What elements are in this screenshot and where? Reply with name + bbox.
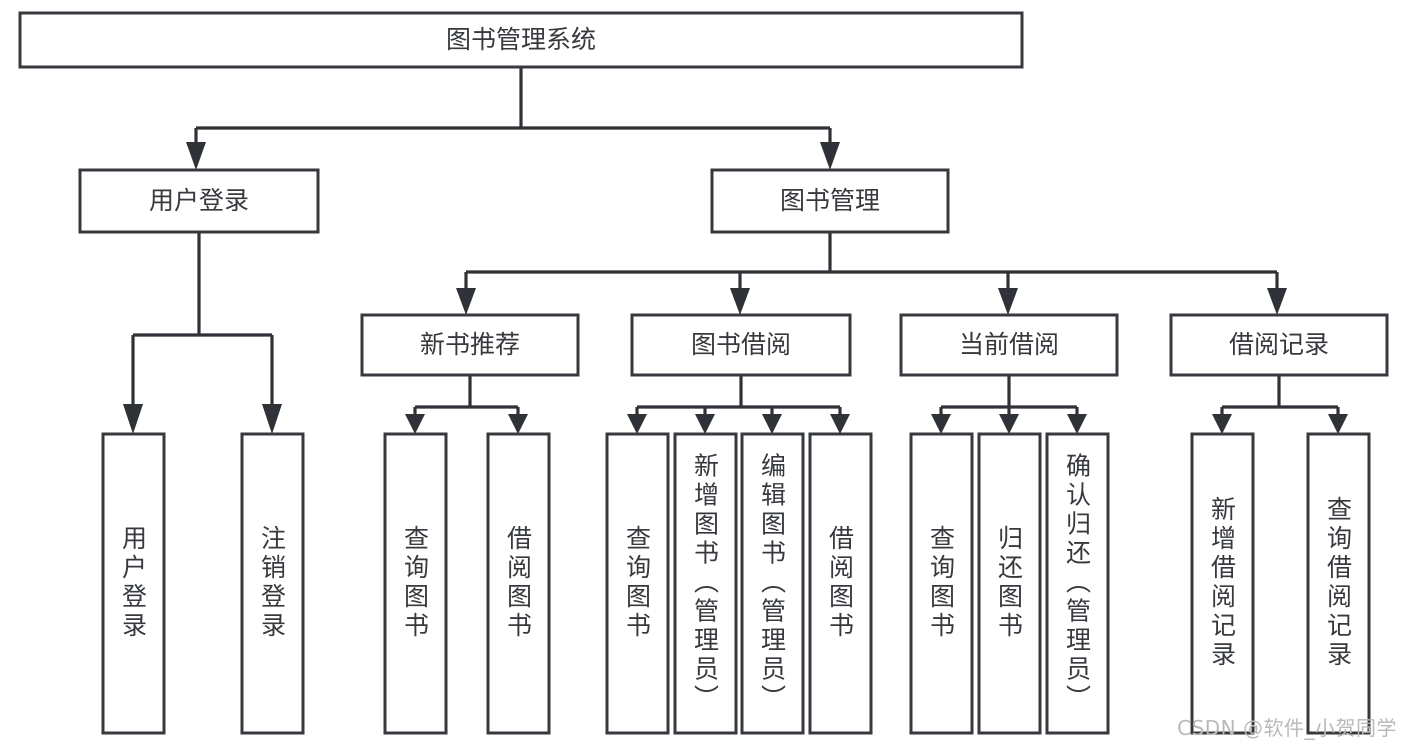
node-book-borrow-label: 图书借阅 <box>691 330 791 359</box>
arrow-head-leaf-add-book-admin <box>695 414 715 434</box>
node-leaf-borrow-book-2[interactable]: 借阅图书 <box>808 432 873 735</box>
node-user-login-box[interactable] <box>78 168 320 234</box>
arrow-head-leaf-edit-book-admin <box>762 414 782 434</box>
node-leaf-query-book-2-label: 查询图书 <box>623 525 652 641</box>
node-leaf-query-book-1[interactable]: 查询图书 <box>383 432 448 735</box>
node-leaf-add-borrow-record[interactable]: 新增借阅记录 <box>1190 432 1255 735</box>
arrow-head-book-management <box>820 142 840 170</box>
connector-layer <box>123 67 1348 434</box>
node-leaf-confirm-return-admin-label: 确认归还（管理员） <box>1063 453 1092 714</box>
node-leaf-edit-book-admin-box[interactable] <box>740 432 805 735</box>
arrow-head-leaf-borrow-book-2 <box>830 414 850 434</box>
node-leaf-add-borrow-record-label: 新增借阅记录 <box>1208 496 1237 670</box>
node-leaf-edit-book-admin[interactable]: 编辑图书（管理员） <box>740 432 805 735</box>
node-leaf-query-borrow-record-label: 查询借阅记录 <box>1324 496 1353 670</box>
arrow-head-leaf-query-book-3 <box>931 414 951 434</box>
arrow-head-current-borrow <box>998 288 1018 315</box>
node-leaf-query-borrow-record-box[interactable] <box>1306 432 1371 735</box>
node-root-box[interactable] <box>18 11 1024 69</box>
node-leaf-return-book[interactable]: 归还图书 <box>977 432 1042 735</box>
node-book-borrow[interactable]: 图书借阅 <box>630 313 852 377</box>
node-new-book-recommend-box[interactable] <box>360 313 580 377</box>
node-leaf-query-book-2-box[interactable] <box>605 432 670 735</box>
node-new-book-recommend-label: 新书推荐 <box>420 330 520 359</box>
arrow-head-new-book-recommend <box>456 288 476 315</box>
node-leaf-borrow-book-2-box[interactable] <box>808 432 873 735</box>
node-leaf-return-book-label: 归还图书 <box>995 525 1024 641</box>
node-leaf-logout-login-label: 注销登录 <box>258 525 287 641</box>
node-leaf-confirm-return-admin[interactable]: 确认归还（管理员） <box>1045 432 1110 735</box>
node-user-login-label: 用户登录 <box>149 186 249 215</box>
node-leaf-logout-login[interactable]: 注销登录 <box>240 432 305 735</box>
node-leaf-borrow-book-1-label: 借阅图书 <box>504 525 533 641</box>
arrow-head-user-login <box>186 142 206 170</box>
node-leaf-query-book-3[interactable]: 查询图书 <box>909 432 974 735</box>
node-leaf-query-book-1-box[interactable] <box>383 432 448 735</box>
node-leaf-edit-book-admin-label: 编辑图书（管理员） <box>758 453 787 714</box>
node-leaf-confirm-return-admin-box[interactable] <box>1045 432 1110 735</box>
node-leaf-query-book-1-label: 查询图书 <box>401 525 430 641</box>
node-leaf-borrow-book-1[interactable]: 借阅图书 <box>486 432 551 735</box>
node-borrow-record[interactable]: 借阅记录 <box>1169 313 1389 377</box>
node-new-book-recommend[interactable]: 新书推荐 <box>360 313 580 377</box>
node-current-borrow[interactable]: 当前借阅 <box>899 313 1119 377</box>
node-leaf-query-book-3-box[interactable] <box>909 432 974 735</box>
node-leaf-user-login-box[interactable] <box>101 432 166 735</box>
node-book-borrow-box[interactable] <box>630 313 852 377</box>
node-book-management-label: 图书管理 <box>780 186 880 215</box>
arrow-head-leaf-user-login <box>123 404 143 434</box>
node-borrow-record-box[interactable] <box>1169 313 1389 377</box>
node-book-management-box[interactable] <box>710 168 950 234</box>
arrow-head-leaf-borrow-book-1 <box>508 414 528 434</box>
arrow-head-leaf-add-borrow-record <box>1212 414 1232 434</box>
node-current-borrow-box[interactable] <box>899 313 1119 377</box>
node-borrow-record-label: 借阅记录 <box>1229 330 1329 359</box>
arrow-head-leaf-query-book-2 <box>627 414 647 434</box>
node-leaf-add-book-admin[interactable]: 新增图书（管理员） <box>673 432 738 735</box>
arrow-head-book-borrow <box>730 288 750 315</box>
node-root[interactable]: 图书管理系统 <box>18 11 1024 69</box>
arrow-head-leaf-return-book <box>999 414 1019 434</box>
arrow-head-leaf-logout-login <box>262 404 282 434</box>
node-leaf-query-book-2[interactable]: 查询图书 <box>605 432 670 735</box>
arrow-head-borrow-record <box>1267 288 1287 315</box>
node-leaf-add-book-admin-label: 新增图书（管理员） <box>691 453 720 714</box>
arrow-head-leaf-query-book-1 <box>405 414 425 434</box>
node-leaf-user-login-label: 用户登录 <box>119 525 148 641</box>
node-user-login[interactable]: 用户登录 <box>78 168 320 234</box>
node-leaf-add-book-admin-box[interactable] <box>673 432 738 735</box>
node-leaf-query-borrow-record[interactable]: 查询借阅记录 <box>1306 432 1371 735</box>
arrow-head-leaf-confirm-return-admin <box>1067 414 1087 434</box>
node-leaf-query-book-3-label: 查询图书 <box>927 525 956 641</box>
node-leaf-logout-login-box[interactable] <box>240 432 305 735</box>
node-leaf-return-book-box[interactable] <box>977 432 1042 735</box>
node-current-borrow-label: 当前借阅 <box>959 330 1059 359</box>
node-leaf-user-login[interactable]: 用户登录 <box>101 432 166 735</box>
node-leaf-add-borrow-record-box[interactable] <box>1190 432 1255 735</box>
arrow-head-leaf-query-borrow-record <box>1328 414 1348 434</box>
node-book-management[interactable]: 图书管理 <box>710 168 950 234</box>
node-root-label: 图书管理系统 <box>446 25 596 54</box>
node-leaf-borrow-book-2-label: 借阅图书 <box>826 525 855 641</box>
node-leaf-borrow-book-1-box[interactable] <box>486 432 551 735</box>
